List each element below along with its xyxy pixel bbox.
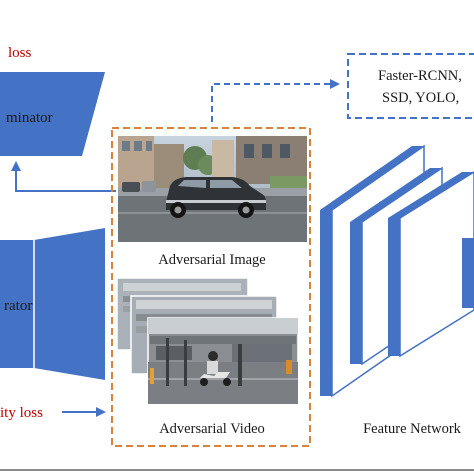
- generator-label: rator: [4, 298, 32, 314]
- similarity-loss-label: ity loss: [0, 405, 43, 421]
- detector-line-2: SSD, YOLO,: [382, 90, 459, 106]
- feature-layer-4: [462, 238, 474, 308]
- feature-network-label: Feature Network: [363, 421, 462, 437]
- generator-block: [0, 228, 105, 380]
- adversarial-samples-box: [111, 127, 311, 447]
- feature-layer-3: [388, 171, 474, 358]
- discriminator-block: [0, 72, 105, 156]
- adversarial-image-label: Adversarial Image: [158, 252, 266, 268]
- adversarial-video-frame-3: [147, 317, 299, 405]
- discriminator-label: minator: [6, 110, 53, 126]
- adversarial-video-label: Adversarial Video: [159, 421, 265, 437]
- gan-loss-label: loss: [8, 45, 32, 61]
- feature-network-layers: [320, 144, 474, 398]
- adversarial-image-photo: [118, 136, 307, 242]
- feedback-arrow: [11, 161, 116, 192]
- detector-box: [347, 53, 474, 119]
- detector-line-1: Faster-RCNN,: [378, 68, 462, 84]
- detector-dashed-arrow: [211, 79, 340, 122]
